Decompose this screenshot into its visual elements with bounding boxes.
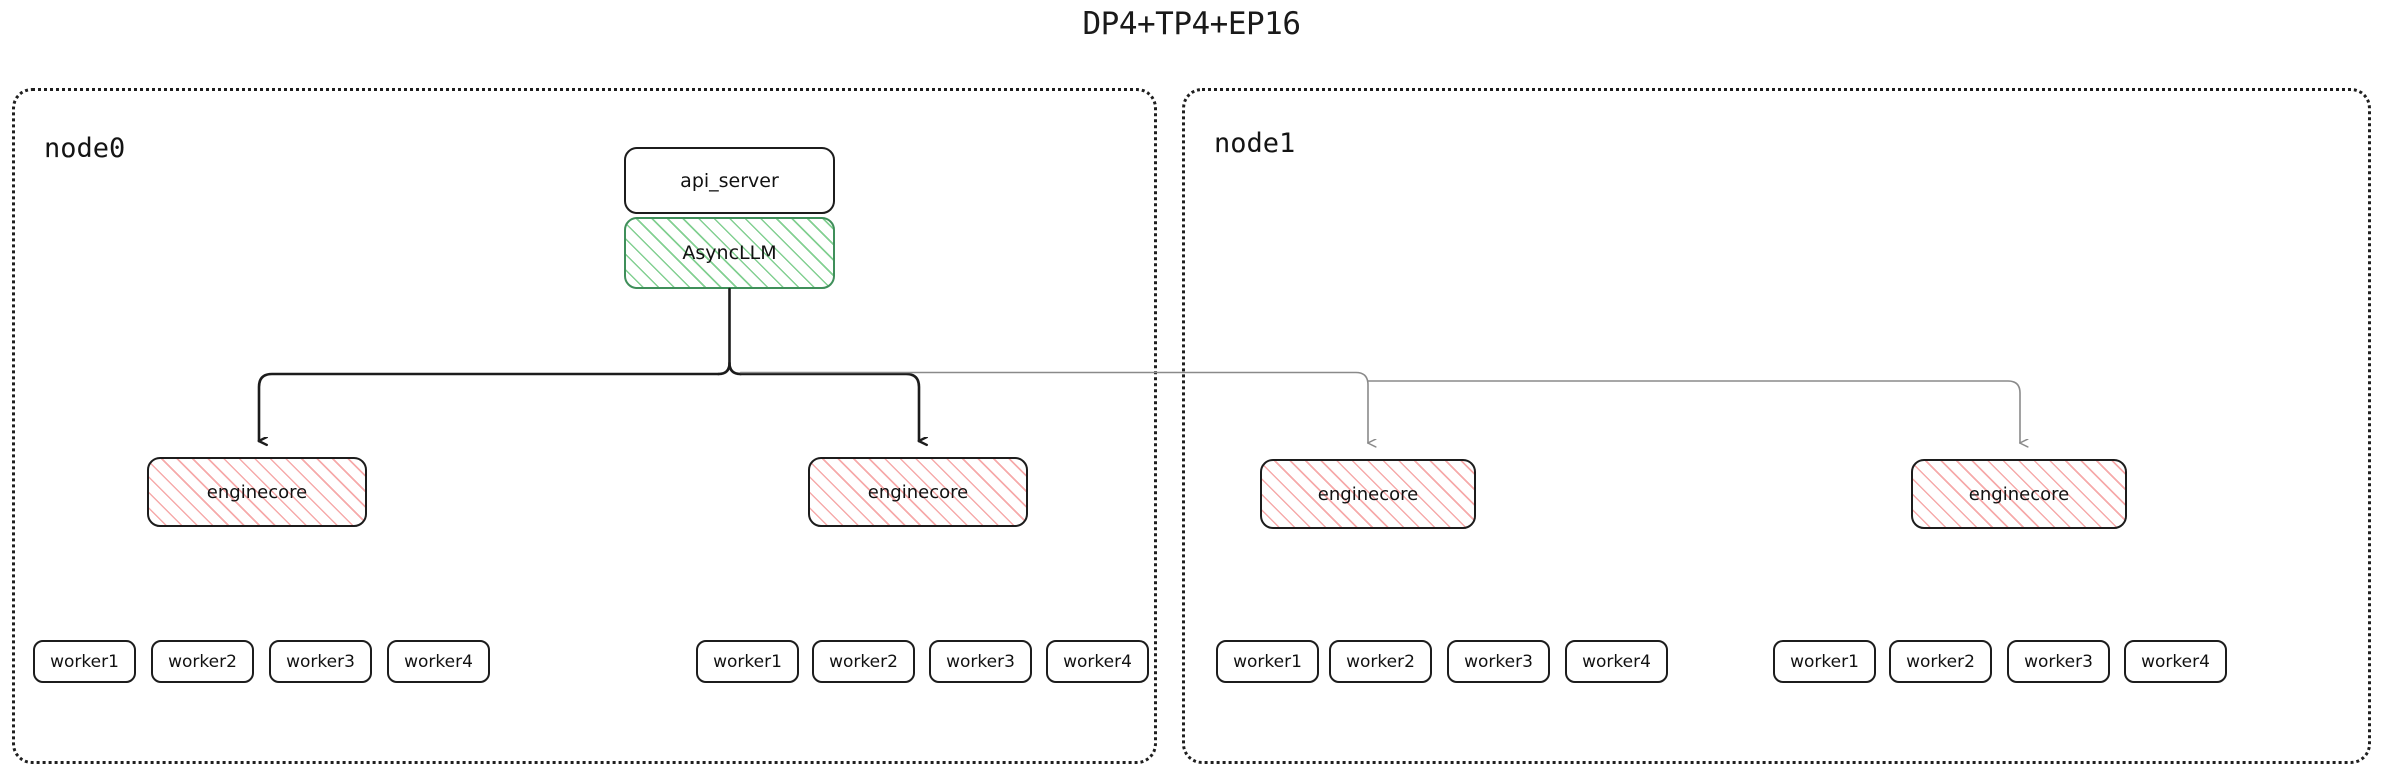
page-title: DP4+TP4+EP16 [1082, 6, 1301, 42]
worker-box[interactable]: worker1 [696, 640, 799, 683]
worker-box[interactable]: worker2 [1329, 640, 1432, 683]
enginecore-box[interactable]: enginecore [147, 457, 367, 527]
worker-box[interactable]: worker4 [1565, 640, 1668, 683]
worker-box[interactable]: worker4 [1046, 640, 1149, 683]
worker-box[interactable]: worker2 [151, 640, 254, 683]
worker-box[interactable]: worker4 [2124, 640, 2227, 683]
enginecore-box[interactable]: enginecore [1260, 459, 1476, 529]
enginecore-box[interactable]: enginecore [1911, 459, 2127, 529]
node-label-node0: node0 [44, 133, 126, 164]
worker-box[interactable]: worker2 [812, 640, 915, 683]
worker-box[interactable]: worker1 [33, 640, 136, 683]
worker-box[interactable]: worker3 [269, 640, 372, 683]
worker-box[interactable]: worker4 [387, 640, 490, 683]
worker-box[interactable]: worker3 [2007, 640, 2110, 683]
enginecore-box[interactable]: enginecore [808, 457, 1028, 527]
worker-box[interactable]: worker3 [1447, 640, 1550, 683]
worker-box[interactable]: worker1 [1216, 640, 1319, 683]
async-llm-box[interactable]: AsyncLLM [624, 217, 835, 289]
worker-box[interactable]: worker1 [1773, 640, 1876, 683]
worker-box[interactable]: worker3 [929, 640, 1032, 683]
node-label-node1: node1 [1214, 128, 1296, 159]
worker-box[interactable]: worker2 [1889, 640, 1992, 683]
api-server-box[interactable]: api_server [624, 147, 835, 214]
